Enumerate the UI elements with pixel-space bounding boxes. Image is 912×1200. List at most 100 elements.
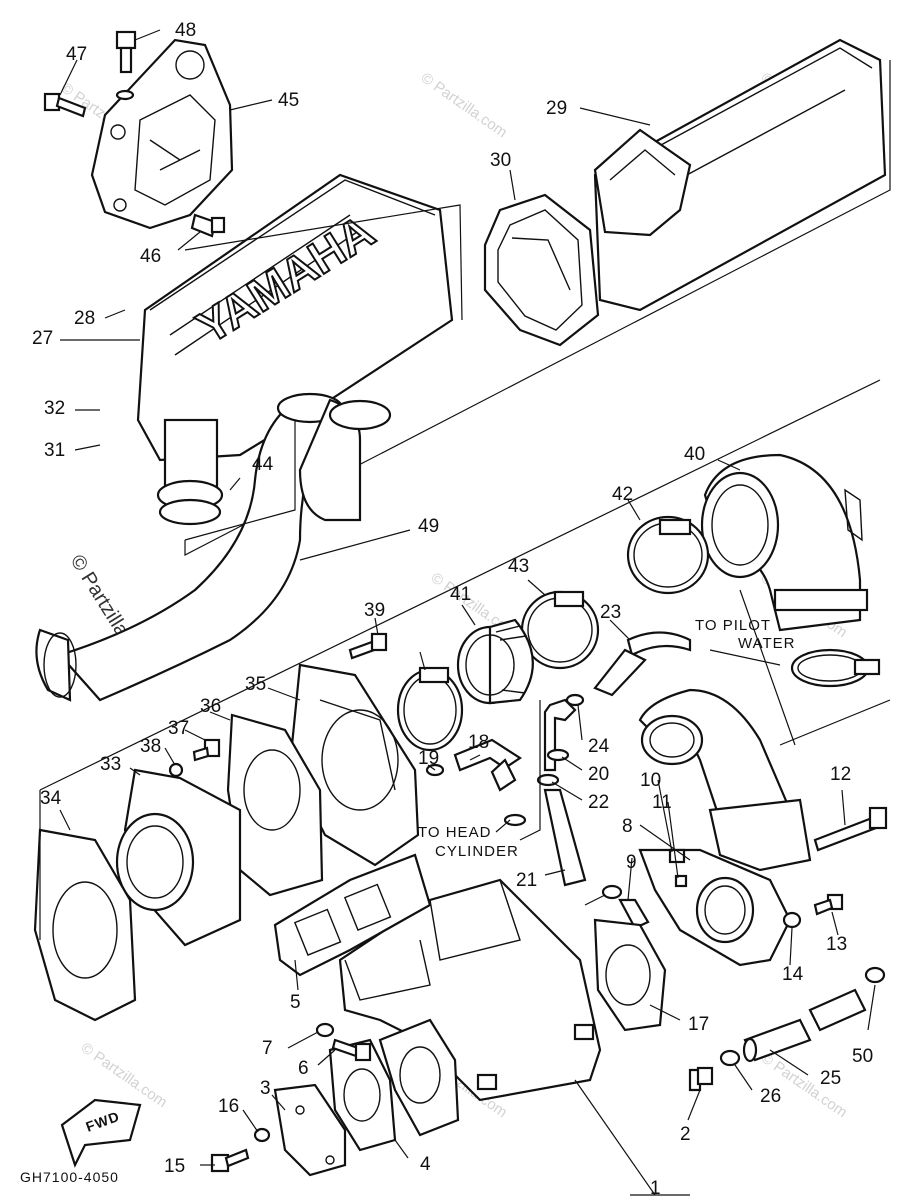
callout-25: 25 bbox=[820, 1068, 841, 1089]
bolt-37 bbox=[192, 738, 221, 762]
exhaust-pipe-elbow bbox=[638, 688, 812, 872]
gasket-5 bbox=[273, 853, 432, 977]
bolt-47 bbox=[43, 92, 87, 118]
callout-7: 7 bbox=[262, 1038, 273, 1059]
callout-15: 15 bbox=[164, 1156, 185, 1177]
callout-5: 5 bbox=[290, 992, 301, 1013]
callout-44: 44 bbox=[252, 454, 274, 475]
mounting-bracket bbox=[90, 38, 234, 230]
forward-arrow: FWD bbox=[60, 1098, 142, 1168]
callout-43: 43 bbox=[508, 556, 529, 577]
callout-11: 11 bbox=[652, 792, 672, 813]
leader-lines bbox=[59, 29, 876, 1196]
callout-35: 35 bbox=[245, 674, 266, 695]
callout-38: 38 bbox=[140, 736, 161, 757]
callout-32: 32 bbox=[44, 398, 65, 419]
callout-3: 3 bbox=[260, 1078, 271, 1099]
callout-labels: 48 47 45 46 29 30 28 27 32 31 44 49 40 4… bbox=[32, 20, 873, 1199]
bolt-13 bbox=[813, 893, 844, 916]
exhaust-manifold-1 bbox=[338, 878, 602, 1102]
clamp-24 bbox=[565, 693, 585, 707]
callout-9: 9 bbox=[626, 852, 637, 873]
callout-30: 30 bbox=[490, 150, 511, 171]
washer-16 bbox=[253, 1127, 271, 1143]
note-pilot-line2: WATER bbox=[738, 635, 796, 652]
bolt-6 bbox=[331, 1038, 372, 1062]
callout-23: 23 bbox=[600, 602, 621, 623]
exhaust-duct-33 bbox=[115, 768, 242, 947]
clamp-19b bbox=[503, 813, 527, 827]
callout-26: 26 bbox=[760, 1086, 781, 1107]
hose-21 bbox=[543, 788, 587, 887]
callout-50: 50 bbox=[852, 1046, 873, 1067]
hose-25 bbox=[742, 1018, 812, 1063]
callout-39: 39 bbox=[364, 600, 385, 621]
water-hose-49 bbox=[35, 392, 392, 702]
hose-clamp-42 bbox=[626, 515, 710, 595]
callout-27: 27 bbox=[32, 328, 53, 349]
callout-18: 18 bbox=[468, 732, 489, 753]
bolt-12 bbox=[813, 806, 888, 852]
callout-24: 24 bbox=[588, 736, 610, 757]
washer-7 bbox=[315, 1022, 335, 1038]
callout-1: 1 bbox=[650, 1178, 661, 1199]
rubber-elbow-40 bbox=[700, 453, 869, 632]
callout-6: 6 bbox=[298, 1058, 309, 1079]
washer-14 bbox=[782, 911, 802, 929]
callout-33: 33 bbox=[100, 754, 121, 775]
callout-17: 17 bbox=[688, 1014, 709, 1035]
hose-50 bbox=[808, 988, 867, 1032]
callout-8: 8 bbox=[622, 816, 633, 837]
hose-23 bbox=[593, 631, 692, 697]
callout-14: 14 bbox=[782, 964, 804, 985]
bolt-15 bbox=[210, 1148, 250, 1173]
spring-11 bbox=[674, 874, 688, 888]
watermark: © Partzilla.com bbox=[78, 1039, 171, 1111]
callout-37: 37 bbox=[168, 718, 189, 739]
note-pilot-line1: TO PILOT bbox=[695, 617, 771, 634]
clamp-50 bbox=[864, 966, 886, 984]
clamp-22b bbox=[601, 884, 623, 900]
callout-46: 46 bbox=[140, 246, 161, 267]
callout-13: 13 bbox=[826, 934, 847, 955]
washer-38 bbox=[168, 762, 184, 778]
callout-42: 42 bbox=[612, 484, 633, 505]
callout-47: 47 bbox=[66, 44, 87, 65]
callout-49: 49 bbox=[418, 516, 439, 537]
note-head-line2: CYLINDER bbox=[435, 843, 519, 860]
hose-clamp-43b bbox=[396, 666, 464, 752]
callout-22: 22 bbox=[588, 792, 609, 813]
muffler-29 bbox=[593, 38, 887, 312]
callout-19: 19 bbox=[418, 748, 439, 769]
callout-34: 34 bbox=[40, 788, 62, 809]
flange-4 bbox=[378, 1018, 460, 1137]
callout-10: 10 bbox=[640, 770, 661, 791]
watermark: © Partzilla.com bbox=[418, 69, 511, 141]
diagram-code: GH7100-4050 bbox=[20, 1169, 119, 1185]
clamp-26 bbox=[719, 1049, 741, 1067]
callout-16: 16 bbox=[218, 1096, 239, 1117]
bolt-48 bbox=[115, 30, 137, 101]
callout-31: 31 bbox=[44, 440, 65, 461]
callout-28: 28 bbox=[74, 308, 95, 329]
callout-21: 21 bbox=[516, 870, 537, 891]
coupling-41 bbox=[456, 618, 534, 705]
hose-18 bbox=[453, 738, 523, 792]
callout-29: 29 bbox=[546, 98, 567, 119]
callout-36: 36 bbox=[200, 696, 221, 717]
gasket-36 bbox=[226, 713, 324, 897]
callout-20: 20 bbox=[588, 764, 609, 785]
callout-45: 45 bbox=[278, 90, 299, 111]
gasket-17 bbox=[593, 918, 667, 1032]
callout-12: 12 bbox=[830, 764, 851, 785]
gasket-34 bbox=[33, 828, 137, 1022]
silencer-body: YAMAHA bbox=[136, 173, 454, 526]
bolt-2 bbox=[688, 1066, 714, 1092]
note-head-line1: TO HEAD bbox=[418, 824, 491, 841]
callout-48: 48 bbox=[175, 20, 196, 41]
gasket-30 bbox=[483, 193, 600, 347]
fitting-9 bbox=[618, 898, 650, 930]
bolt-39 bbox=[348, 632, 388, 660]
callout-2: 2 bbox=[680, 1124, 691, 1145]
